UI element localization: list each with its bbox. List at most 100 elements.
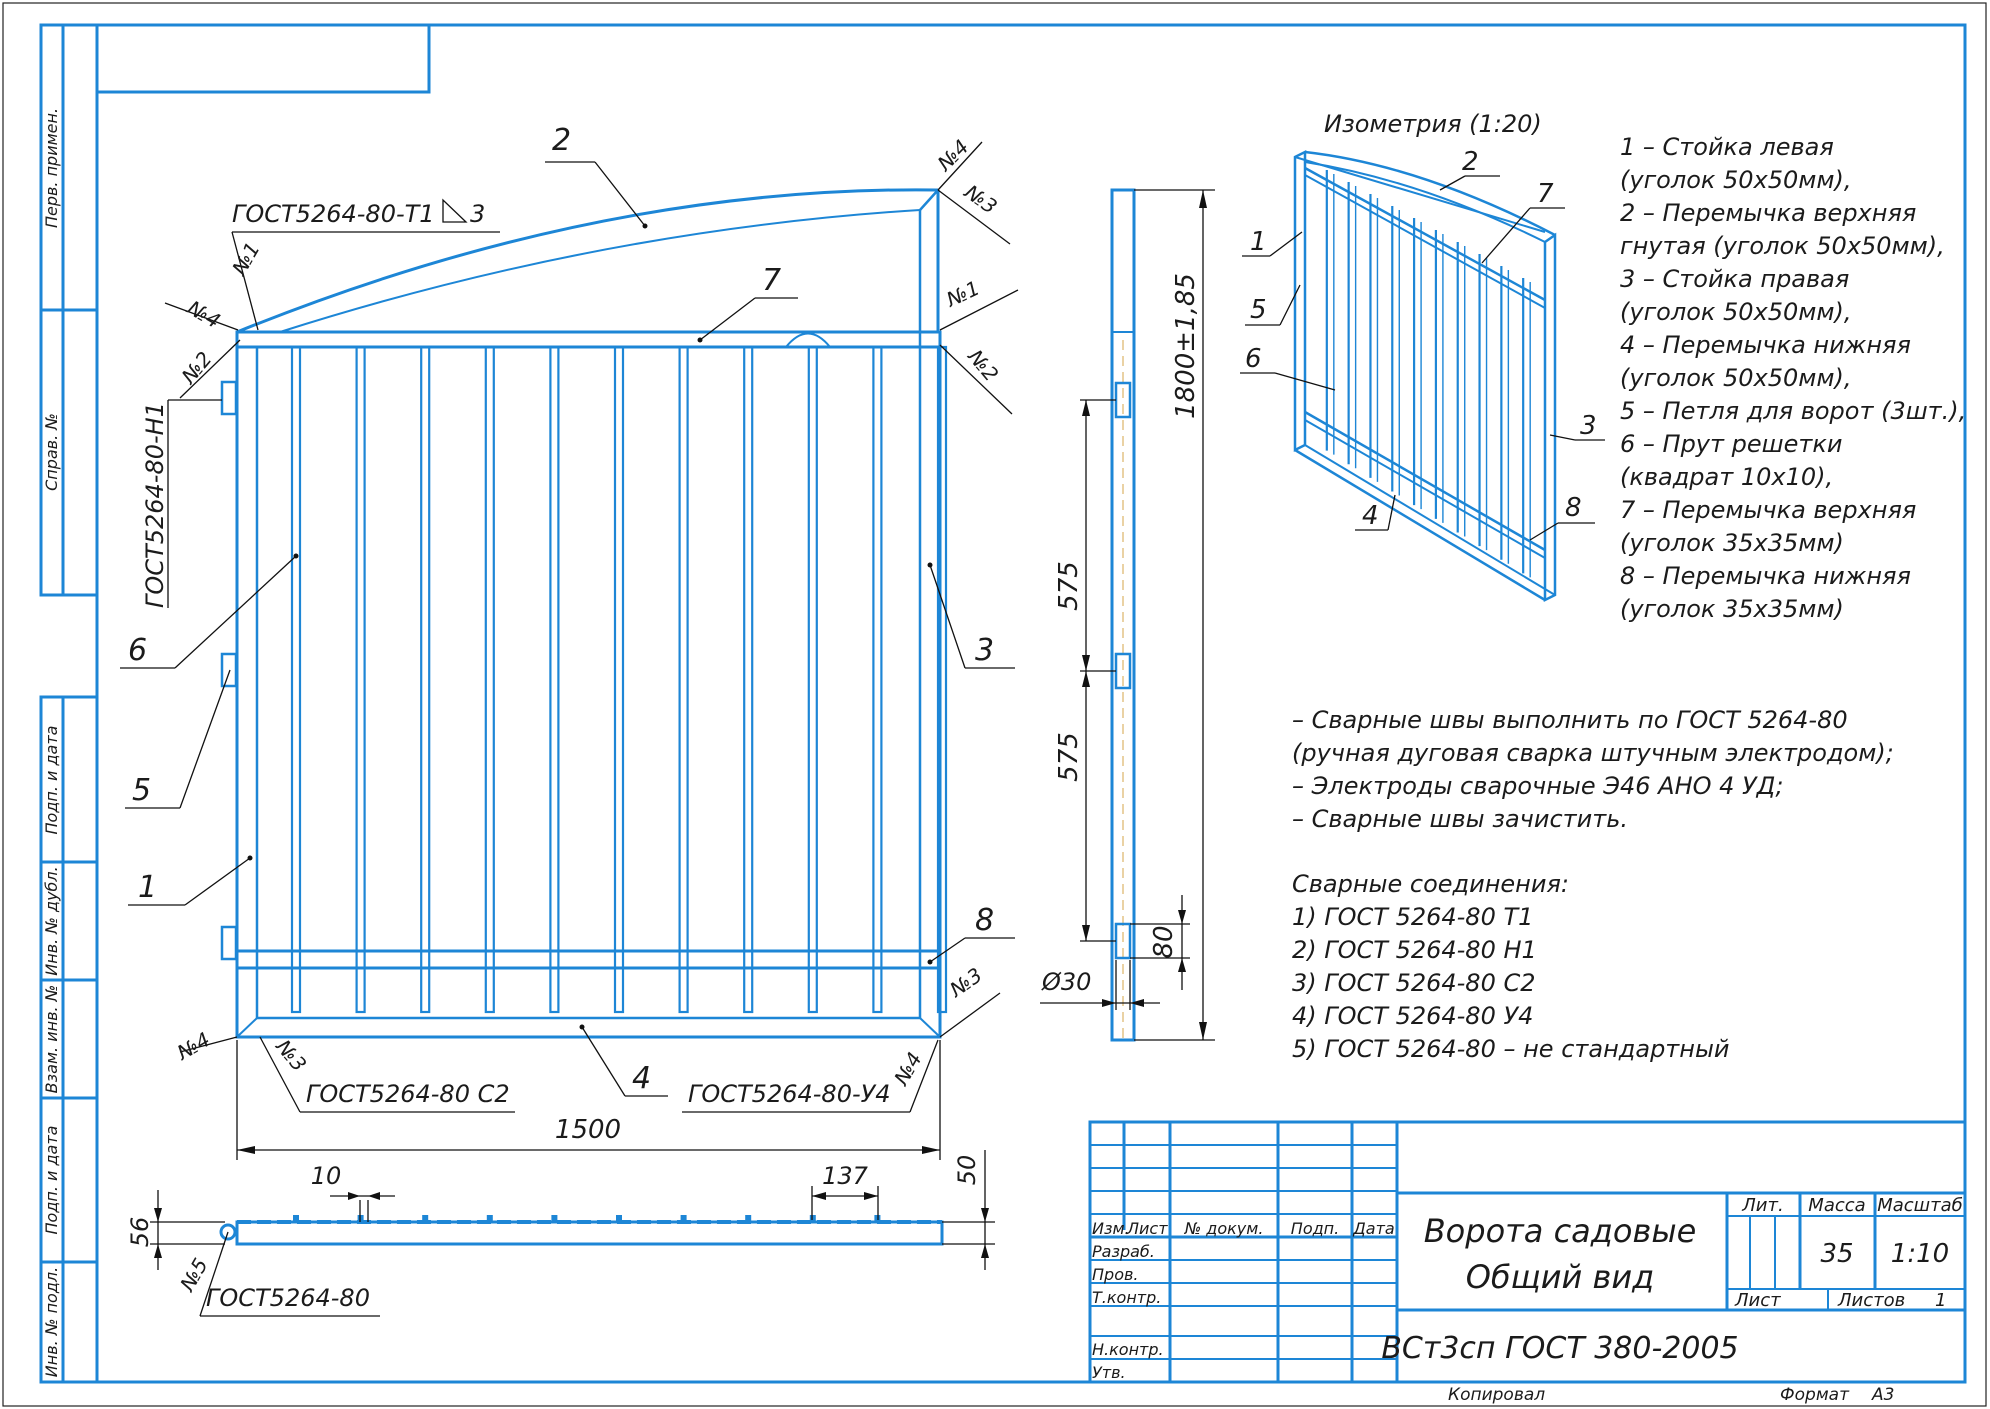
parts-list-line: 1 – Стойка левая <box>1620 133 1834 161</box>
weld-mark-tl-n2: №2 <box>176 347 217 389</box>
iso-label-1: 1 <box>1250 227 1267 257</box>
parts-list-line: (уголок 50х50мм), <box>1620 364 1852 392</box>
front-label-3: 3 <box>975 633 994 668</box>
note-line: – Сварные швы зачистить. <box>1292 805 1628 833</box>
front-grate-bar <box>743 345 754 1014</box>
iso-bar-group <box>1325 170 1531 578</box>
top-bar-end <box>551 1215 558 1222</box>
parts-list-line: 6 – Прут решетки <box>1620 430 1842 458</box>
dim-56: 56 <box>126 1217 154 1248</box>
front-grate-bar <box>420 345 431 1014</box>
dim-575-b: 575 <box>1054 732 1084 782</box>
weld-mark-tl-n1: №1 <box>227 238 265 280</box>
note-line: – Сварные швы выполнить по ГОСТ 5264-80 <box>1292 706 1848 734</box>
iso-label-6: 6 <box>1245 344 1262 374</box>
iso-label-2: 2 <box>1462 147 1479 177</box>
title-block-text: Изм. Лист № докум. Подп. Дата Разраб. Пр… <box>1092 1195 1963 1382</box>
iso-label-8: 8 <box>1565 493 1582 523</box>
tb-scale-label: Масштаб <box>1877 1195 1963 1216</box>
tb-podp: Подп. <box>1291 1219 1339 1238</box>
iso-label-3: 3 <box>1580 411 1597 441</box>
margin-podp-data-2: Подп. и дата <box>42 1126 61 1235</box>
tb-scale-value: 1:10 <box>1891 1239 1949 1269</box>
footer: Копировал Формат А3 <box>1448 1385 1894 1405</box>
parts-list-line: (уголок 50х50мм), <box>1620 298 1852 326</box>
front-grate-bar <box>613 345 625 1014</box>
parts-list-line: 8 – Перемычка нижняя <box>1620 562 1911 590</box>
tb-utv: Утв. <box>1092 1363 1126 1382</box>
top-bar-end <box>680 1215 687 1222</box>
side-view: 1800±1,85 575 575 80 Ø30 <box>1040 188 1215 1042</box>
weld-joint-item: 4) ГОСТ 5264-80 У4 <box>1292 1002 1533 1030</box>
dim-137: 137 <box>822 1162 869 1190</box>
parts-list-line: 7 – Перемычка верхняя <box>1620 496 1916 524</box>
footer-copied: Копировал <box>1448 1385 1545 1405</box>
isometry-title: Изометрия (1:20) <box>1324 110 1542 138</box>
top-bar-end <box>422 1215 429 1222</box>
front-label-4: 4 <box>632 1061 651 1096</box>
dim-80: 80 <box>1149 925 1179 958</box>
dim-phi30: Ø30 <box>1041 968 1091 996</box>
note-line: (ручная дуговая сварка штучным электродо… <box>1292 739 1894 767</box>
margin-perv-primen: Перв. примен. <box>42 108 61 228</box>
margin-inv-dubl: Инв. № дубл. <box>42 866 61 975</box>
weld-mark-tl-n4: №4 <box>183 295 225 333</box>
front-weld-leg: 3 <box>470 200 485 228</box>
top-view: 10 137 56 50 №5 ГОСТ5264-80 <box>126 1150 995 1317</box>
parts-list-line: 3 – Стойка правая <box>1620 265 1849 293</box>
tb-sheets-value: 1 <box>1935 1290 1946 1311</box>
tb-name-line1: Ворота садовые <box>1424 1212 1697 1250</box>
title-block <box>1088 1120 1967 1384</box>
weld-mark-tr-n4: №4 <box>932 135 973 176</box>
weld-mark-br-n3: №3 <box>945 963 987 1002</box>
weld-joint-item: 3) ГОСТ 5264-80 С2 <box>1292 969 1536 997</box>
tb-data: Дата <box>1352 1219 1394 1238</box>
tb-mass-label: Масса <box>1808 1195 1865 1216</box>
front-grate-bar <box>872 345 883 1014</box>
front-label-1: 1 <box>138 870 157 905</box>
weld-mark-bl-n4: №4 <box>172 1027 214 1065</box>
top-bar-end <box>809 1215 816 1222</box>
front-gost-c2: ГОСТ5264-80 С2 <box>306 1080 510 1108</box>
margin-podp-data-1: Подп. и дата <box>42 726 61 835</box>
top-bar-end <box>293 1215 299 1222</box>
front-grate-bar <box>549 345 560 1014</box>
parts-list-line: (уголок 35х35мм) <box>1620 595 1844 623</box>
front-grate-bar <box>355 345 366 1014</box>
front-grate-bar <box>290 345 302 1014</box>
front-label-8: 8 <box>975 903 994 938</box>
front-label-6: 6 <box>128 633 147 668</box>
front-gost-n1: ГОСТ5264-80-Н1 <box>141 402 169 608</box>
tb-material: ВСт3сп ГОСТ 380-2005 <box>1381 1331 1738 1366</box>
notes: – Сварные швы выполнить по ГОСТ 5264-80 … <box>1292 706 1894 833</box>
weld-joint-item: 2) ГОСТ 5264-80 Н1 <box>1292 936 1537 964</box>
dim-10: 10 <box>311 1162 342 1190</box>
weld-joints-title: Сварные соединения: <box>1292 870 1569 898</box>
weld-joint-item: 5) ГОСТ 5264-80 – не стандартный <box>1292 1035 1730 1063</box>
footer-format-value: А3 <box>1871 1385 1894 1405</box>
top-gost: ГОСТ5264-80 <box>206 1284 370 1312</box>
iso-label-5: 5 <box>1250 295 1267 325</box>
weld-joint-item: 1) ГОСТ 5264-80 Т1 <box>1292 903 1533 931</box>
tb-mass-value: 35 <box>1820 1239 1853 1269</box>
margin-inv-podl: Инв. № подл. <box>42 1267 61 1377</box>
dim-width: 1500 <box>555 1115 621 1145</box>
tb-lit-label: Лит. <box>1741 1195 1783 1216</box>
front-grate-bar <box>807 345 818 1014</box>
tb-prov: Пров. <box>1092 1265 1139 1284</box>
parts-list-line: гнутая (уголок 50х50мм), <box>1620 232 1945 260</box>
footer-format-label: Формат <box>1780 1385 1850 1405</box>
front-view <box>220 188 948 1039</box>
tb-sheet-label: Лист <box>1734 1290 1781 1311</box>
top-bar-end <box>616 1215 622 1222</box>
parts-list-line: 2 – Перемычка верхняя <box>1620 199 1916 227</box>
tb-list: Лист <box>1126 1219 1168 1238</box>
weld-mark-r-n2: №2 <box>963 344 1004 386</box>
top-bar-end <box>486 1215 493 1222</box>
front-gost-u4: ГОСТ5264-80-У4 <box>688 1080 891 1108</box>
tb-nkontr: Н.контр. <box>1092 1340 1164 1359</box>
parts-list-line: (уголок 50х50мм), <box>1620 166 1852 194</box>
iso-label-4: 4 <box>1362 501 1379 531</box>
front-grate-bar <box>678 345 689 1014</box>
